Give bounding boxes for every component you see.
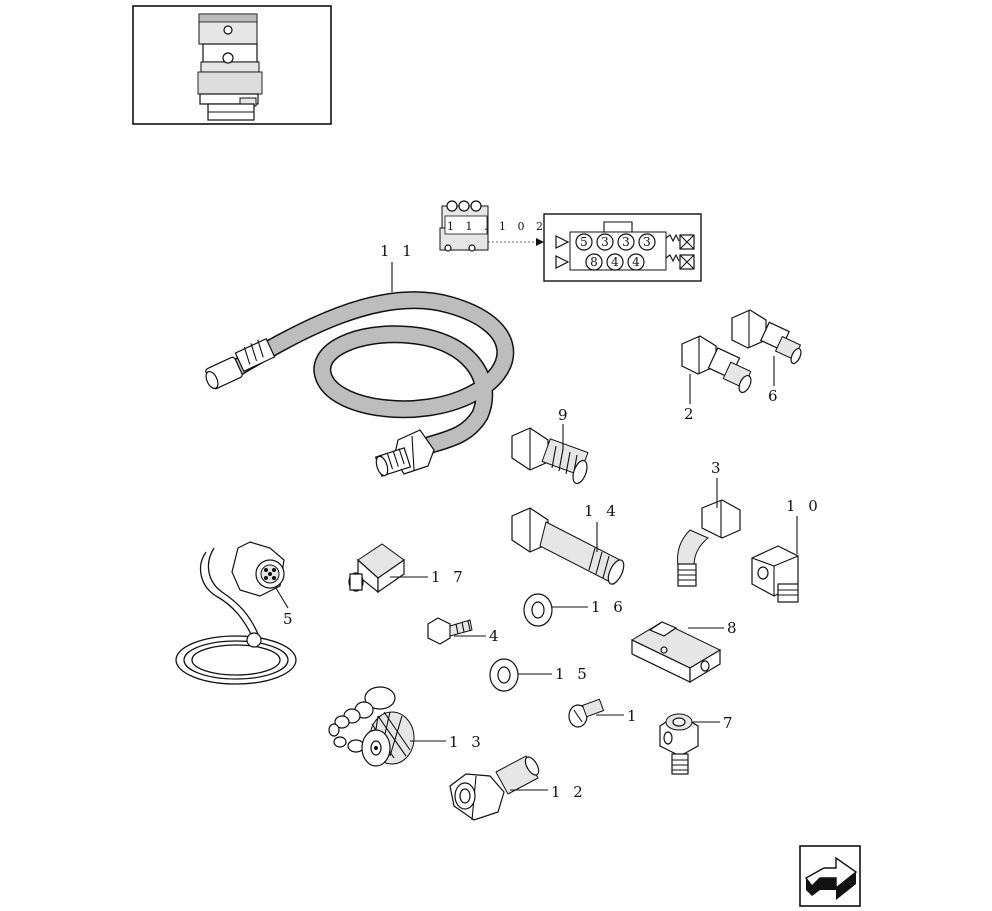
part-1-screw[interactable] <box>568 698 605 728</box>
callout-5: 5 <box>283 610 297 628</box>
part-10-elbow-block[interactable] <box>751 545 799 603</box>
pin-number: 3 <box>622 235 630 249</box>
callout-1: 1 <box>627 707 641 725</box>
ref-arrow-icon <box>536 238 544 246</box>
part-9-adaptor[interactable] <box>511 427 590 485</box>
ref-label-box <box>444 215 488 235</box>
pin-number: 8 <box>590 255 598 269</box>
triangle-marker-icon <box>555 255 570 269</box>
part-4-screw[interactable] <box>427 617 473 645</box>
part-16-washer[interactable] <box>523 593 553 627</box>
connector-pinout: 5 3 3 3 8 4 4 <box>543 213 702 282</box>
callout-3: 3 <box>711 459 725 477</box>
part-12-hex-spacer[interactable] <box>449 755 541 821</box>
part-11-hose[interactable] <box>204 291 515 477</box>
callout-7: 7 <box>723 714 737 732</box>
callout-10: 1 0 <box>786 497 822 515</box>
callout-13: 1 3 <box>449 733 485 751</box>
part-15-washer[interactable] <box>489 658 519 692</box>
callout-12: 1 2 <box>551 783 587 801</box>
callout-16: 1 6 <box>591 598 627 616</box>
callout-17: 1 7 <box>431 568 467 586</box>
callout-11: 1 1 <box>380 242 416 260</box>
callout-15: 1 5 <box>555 665 591 683</box>
callout-4: 4 <box>489 627 503 645</box>
part-2-fitting[interactable] <box>681 335 753 394</box>
part-14-adaptor[interactable] <box>511 507 627 586</box>
part-7-banjo[interactable] <box>659 713 699 775</box>
callout-8: 8 <box>727 619 741 637</box>
callout-2: 2 <box>684 405 698 423</box>
pin-number: 3 <box>643 235 651 249</box>
part-5-connector-cable[interactable] <box>175 541 297 685</box>
blanking-plug-icon <box>679 234 695 270</box>
part-13-seal-kit[interactable] <box>328 686 415 767</box>
part-8-block[interactable] <box>630 621 722 684</box>
next-page-button[interactable] <box>799 845 861 907</box>
leader-5 <box>275 587 289 609</box>
triangle-marker-icon <box>555 235 570 249</box>
part-17-adaptor[interactable] <box>348 543 405 594</box>
next-page-arrow-icon <box>804 856 858 900</box>
pin-number: 4 <box>611 255 619 269</box>
part-3-elbow[interactable] <box>677 499 741 587</box>
pin-number: 5 <box>580 235 588 249</box>
callout-9: 9 <box>558 406 572 424</box>
callout-14: 1 4 <box>584 502 620 520</box>
valve-block-thumbnail-icon <box>197 13 263 121</box>
ref-label: 1 1 . 1 0 2 <box>447 220 547 233</box>
part-6-fitting[interactable] <box>731 309 803 365</box>
pin-number: 4 <box>632 255 640 269</box>
callout-6: 6 <box>768 387 782 405</box>
thumbnail-valve-block[interactable] <box>132 5 332 125</box>
pin-number: 3 <box>601 235 609 249</box>
